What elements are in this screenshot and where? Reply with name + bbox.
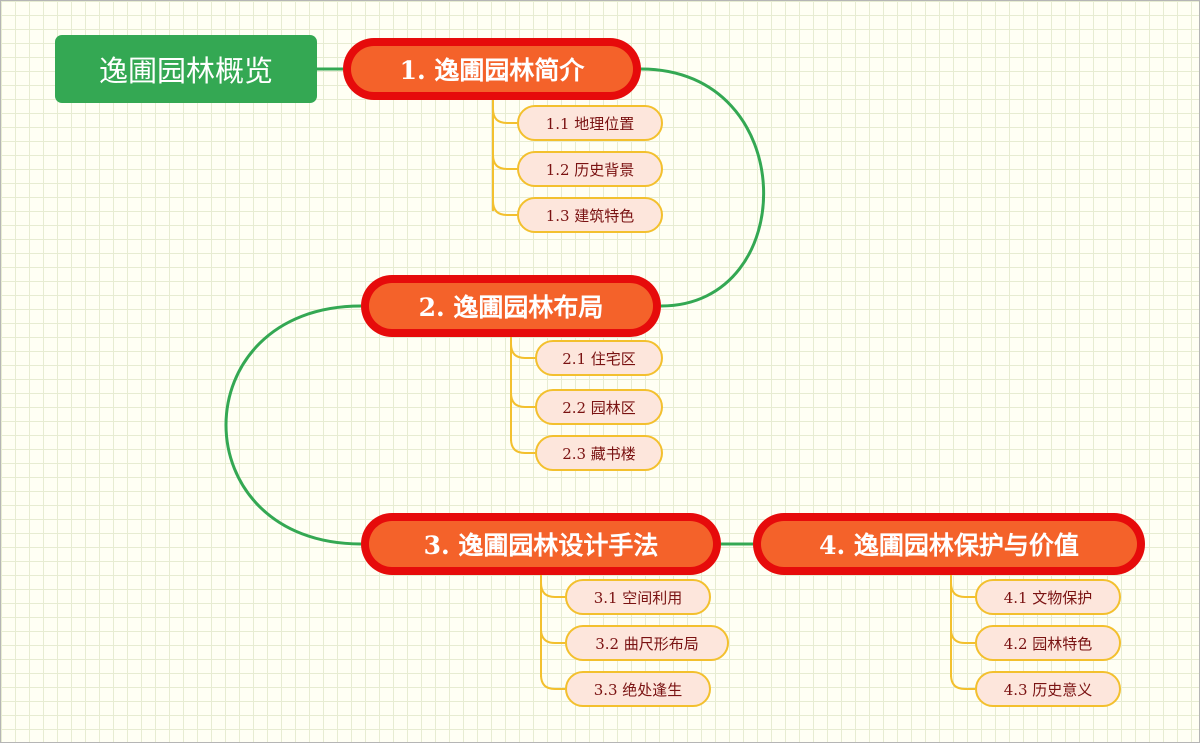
trunk-line-1-2	[640, 67, 765, 308]
sub-topic-2-1[interactable]: 2.1 住宅区	[535, 340, 663, 376]
sub-topic-4-3[interactable]: 4.3 历史意义	[975, 671, 1121, 707]
main-topic-2[interactable]: 2. 逸圃园林布局	[361, 275, 661, 337]
sub-topic-3-2[interactable]: 3.2 曲尺形布局	[565, 625, 729, 661]
branch-line-4-1	[950, 582, 975, 598]
branch-line-1-1	[492, 108, 517, 124]
main-topic-4-label: 4. 逸圃园林保护与价值	[761, 521, 1137, 567]
main-topic-1[interactable]: 1. 逸圃园林简介	[343, 38, 641, 100]
trunk-line-2-3	[224, 304, 362, 546]
main-topic-3-label: 3. 逸圃园林设计手法	[369, 521, 713, 567]
branch-line-4-3	[950, 674, 975, 690]
sub-topic-3-3[interactable]: 3.3 绝处逢生	[565, 671, 711, 707]
root-topic[interactable]: 逸圃园林概览	[55, 35, 317, 103]
branch-line-1-3	[492, 200, 517, 216]
sub-topic-2-3[interactable]: 2.3 藏书楼	[535, 435, 663, 471]
main-topic-1-label: 1. 逸圃园林简介	[351, 46, 633, 92]
branch-line-1-2	[492, 154, 517, 170]
sub-topic-2-2[interactable]: 2.2 园林区	[535, 389, 663, 425]
sub-topic-4-2[interactable]: 4.2 园林特色	[975, 625, 1121, 661]
main-topic-4[interactable]: 4. 逸圃园林保护与价值	[753, 513, 1145, 575]
sub-topic-4-1[interactable]: 4.1 文物保护	[975, 579, 1121, 615]
sub-topic-1-1[interactable]: 1.1 地理位置	[517, 105, 663, 141]
main-topic-3[interactable]: 3. 逸圃园林设计手法	[361, 513, 721, 575]
branch-line-3-2	[540, 628, 565, 644]
branch-line-3-3	[540, 674, 565, 690]
branch-line-2-1	[510, 343, 535, 359]
sub-topic-3-1[interactable]: 3.1 空间利用	[565, 579, 711, 615]
main-topic-2-label: 2. 逸圃园林布局	[369, 283, 653, 329]
branch-line-2-3	[510, 438, 535, 454]
branch-line-4-2	[950, 628, 975, 644]
sub-topic-1-2[interactable]: 1.2 历史背景	[517, 151, 663, 187]
branch-line-3-1	[540, 582, 565, 598]
sub-topic-1-3[interactable]: 1.3 建筑特色	[517, 197, 663, 233]
branch-line-2-2	[510, 392, 535, 408]
